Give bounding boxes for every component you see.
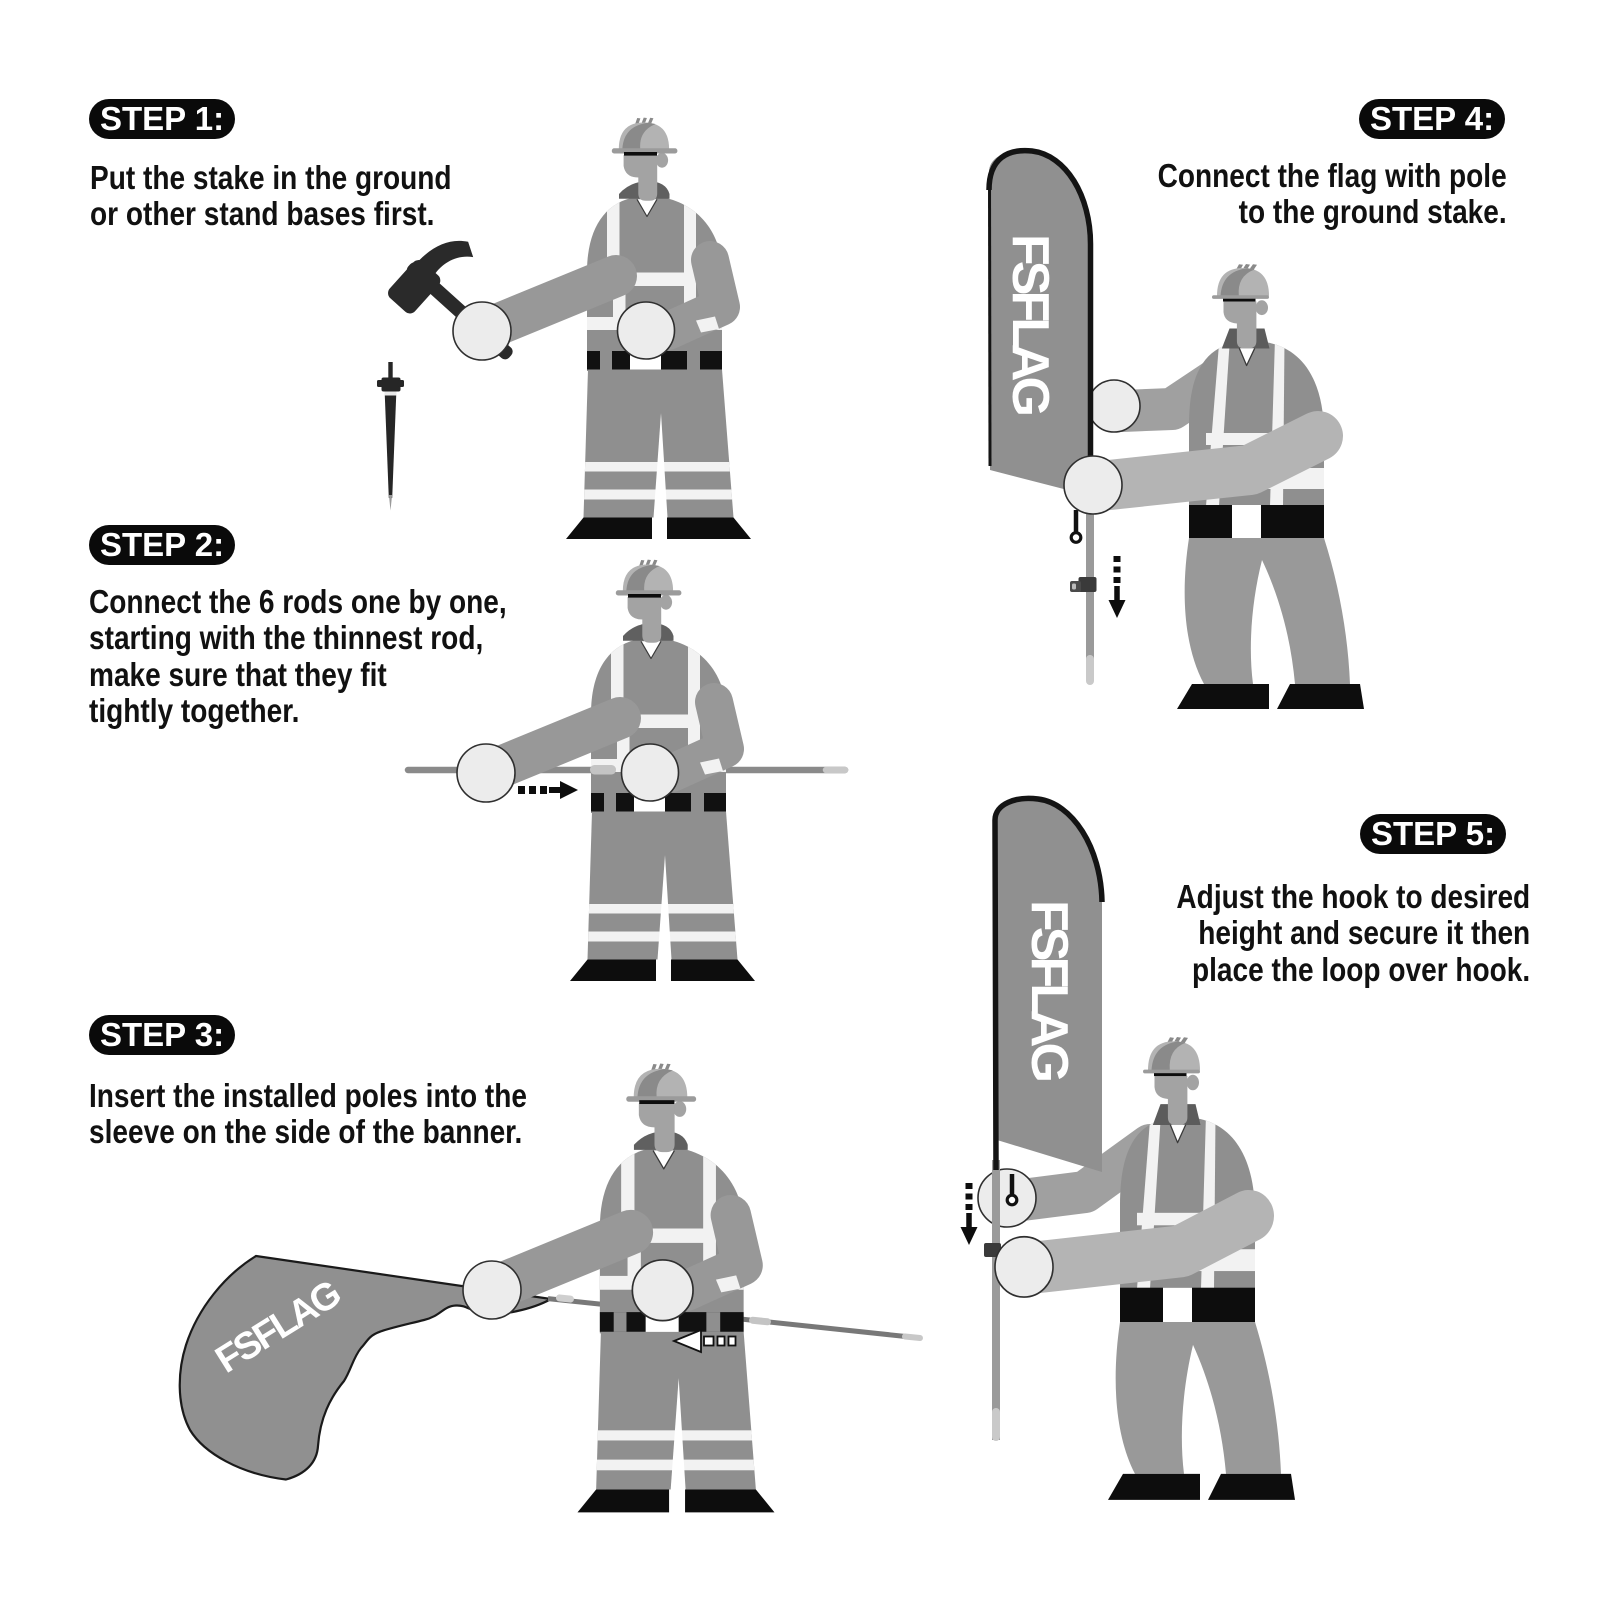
svg-text:FSFLAG: FSFLAG bbox=[1001, 234, 1059, 415]
svg-text:FSFLAG: FSFLAG bbox=[1020, 900, 1078, 1081]
